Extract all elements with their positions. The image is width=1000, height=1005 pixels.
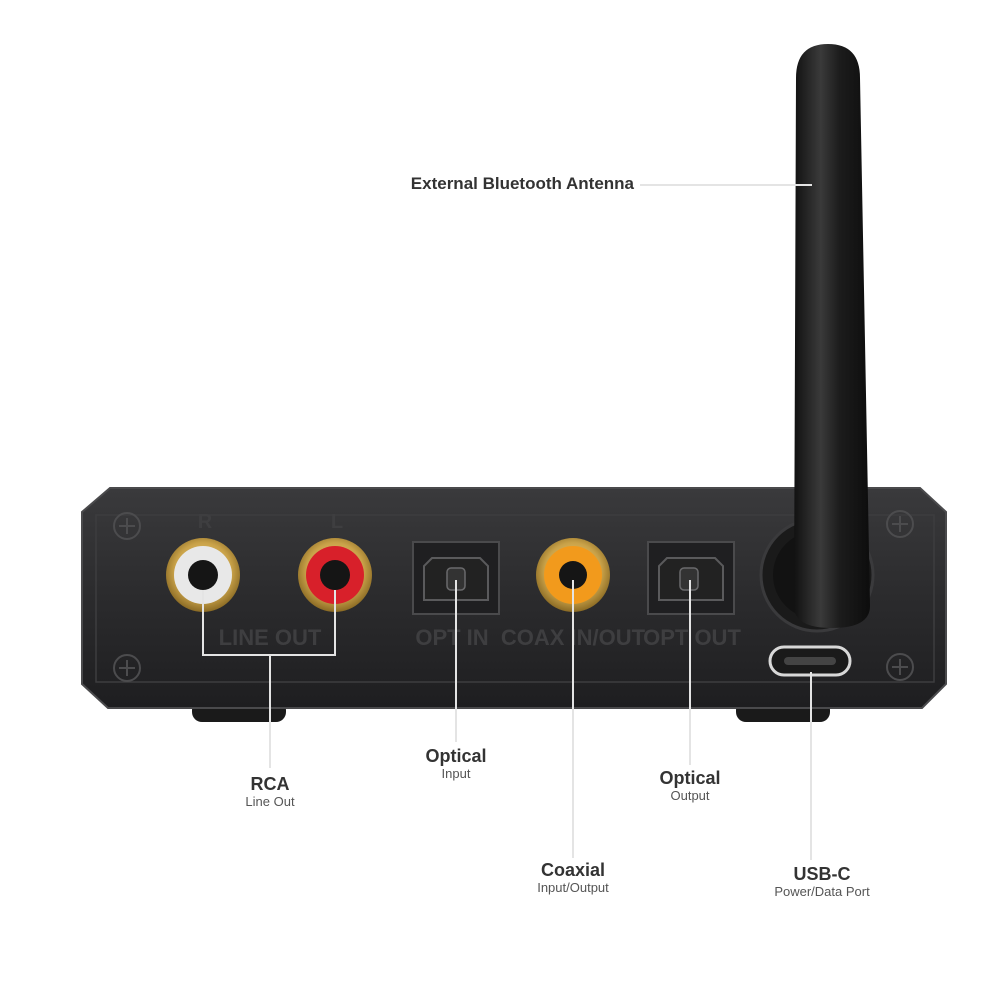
antenna-callout-label: External Bluetooth Antenna (410, 174, 634, 193)
usbc-title: USB-C (793, 864, 851, 884)
usbc-subtitle: Power/Data Port (774, 884, 870, 899)
optical-in-subtitle: Input (441, 766, 471, 781)
rca-subtitle: Line Out (245, 794, 295, 809)
coaxial-subtitle: Input/Output (537, 880, 609, 895)
optical-output-port (647, 541, 735, 615)
coaxial-title: Coaxial (540, 860, 606, 880)
rca-title: RCA (250, 774, 290, 794)
optical-in-title: Optical (425, 746, 487, 766)
optical-out-subtitle: Output (670, 788, 710, 803)
opt-out-print: OPT OUT (643, 625, 741, 650)
optical-out-title: Optical (659, 768, 721, 788)
usb-c-port (768, 645, 852, 677)
coaxial-jack (536, 538, 610, 612)
line-out-print: LINE OUT (219, 625, 322, 650)
optical-out-callout: Optical Output (630, 768, 750, 804)
channel-r-label: R (198, 511, 213, 533)
rca-left-jack (298, 538, 372, 612)
channel-l-label: L (331, 511, 343, 533)
callout-lines (202, 184, 812, 860)
screw-icons (113, 510, 914, 682)
rca-right-jack (166, 538, 240, 612)
usbc-callout: USB-C Power/Data Port (747, 864, 897, 900)
bluetooth-antenna (794, 44, 870, 628)
coaxial-callout: Coaxial Input/Output (503, 860, 643, 896)
rca-callout: RCA Line Out (210, 774, 330, 810)
optical-in-callout: Optical Input (396, 746, 516, 782)
opt-in-print: OPT IN (415, 625, 488, 650)
